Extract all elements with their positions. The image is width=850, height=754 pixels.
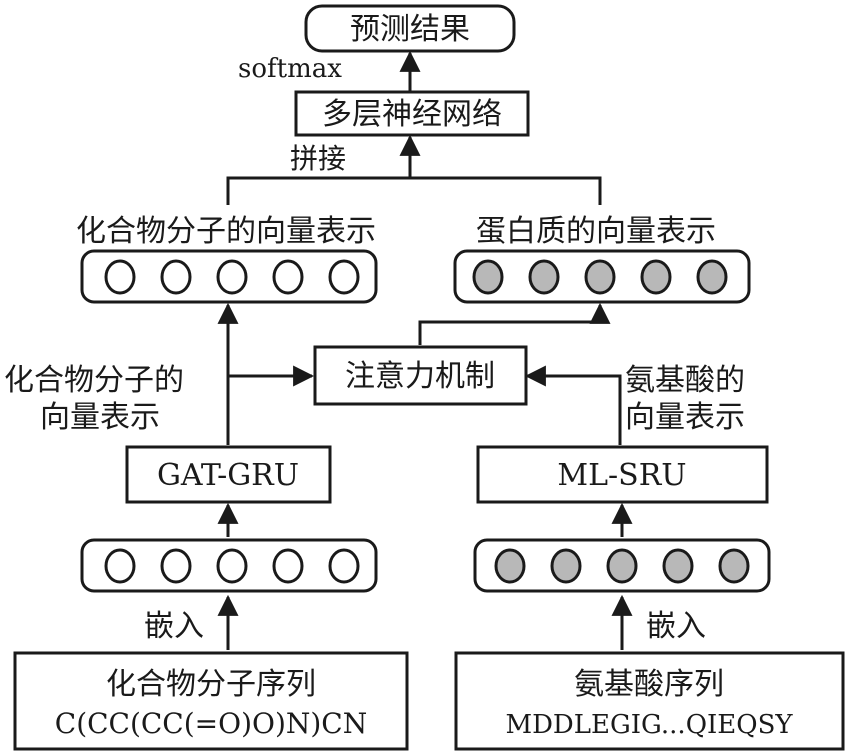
concat-label: 拼接 [290,142,346,175]
vector-node [662,548,694,584]
vector-node [216,548,248,584]
vector-node [640,259,672,295]
vector-node [528,259,560,295]
vector-node [104,259,136,295]
vector-node [160,259,192,295]
protein-embedding-nodes [494,548,750,584]
result-label: 预测结果 [350,12,470,47]
mlp-label: 多层神经网络 [322,97,502,132]
result-box [304,4,516,53]
gat-gru-label: GAT-GRU [157,458,299,493]
attention-label: 注意力机制 [345,359,495,394]
attention-to-protein-vector-arrow [418,302,611,345]
ml-sru-box [476,445,769,504]
vector-node [696,259,728,295]
compound-vector-title: 化合物分子的向量表示 [76,214,376,249]
vector-node [104,548,136,584]
compound-side-label-line1: 化合物分子的 [4,363,184,398]
amino-to-attention-arrow [524,365,622,445]
compound-side-label-line2: 向量表示 [40,400,160,435]
compound-embedding-nodes [104,548,360,584]
vector-node [328,548,360,584]
vector-node [216,259,248,295]
vector-node [550,548,582,584]
protein-input-value: MDDLEGIG...QIEQSY [505,710,793,740]
vector-node [584,259,616,295]
vector-node [494,548,526,584]
vector-node [160,548,192,584]
compound-input-value: C(CC(CC(=O)O)N)CN [55,707,367,740]
compound-input-title: 化合物分子序列 [106,667,316,702]
protein-input-box [454,651,845,751]
vector-node [272,548,304,584]
compound-input-box [13,651,409,751]
protein-vector-nodes [472,259,728,295]
embed-left-label: 嵌入 [144,609,204,644]
compound-vector-nodes [104,259,360,295]
softmax-label: softmax [238,54,342,84]
protein-input-title: 氨基酸序列 [574,667,724,702]
vector-node [606,548,638,584]
protein-vector-title: 蛋白质的向量表示 [476,214,716,249]
connectors [217,50,633,650]
vector-node [472,259,504,295]
vector-node [272,259,304,295]
amino-side-label-line2: 向量表示 [625,400,745,435]
embed-right-label: 嵌入 [646,609,706,644]
vector-node [328,259,360,295]
gat-gru-box [125,445,332,504]
mlp-box [294,90,530,137]
ml-sru-label: ML-SRU [557,458,686,493]
attention-box [313,345,528,406]
amino-side-label-line1: 氨基酸的 [625,363,745,398]
concat-bracket [226,176,602,205]
vector-node [718,548,750,584]
